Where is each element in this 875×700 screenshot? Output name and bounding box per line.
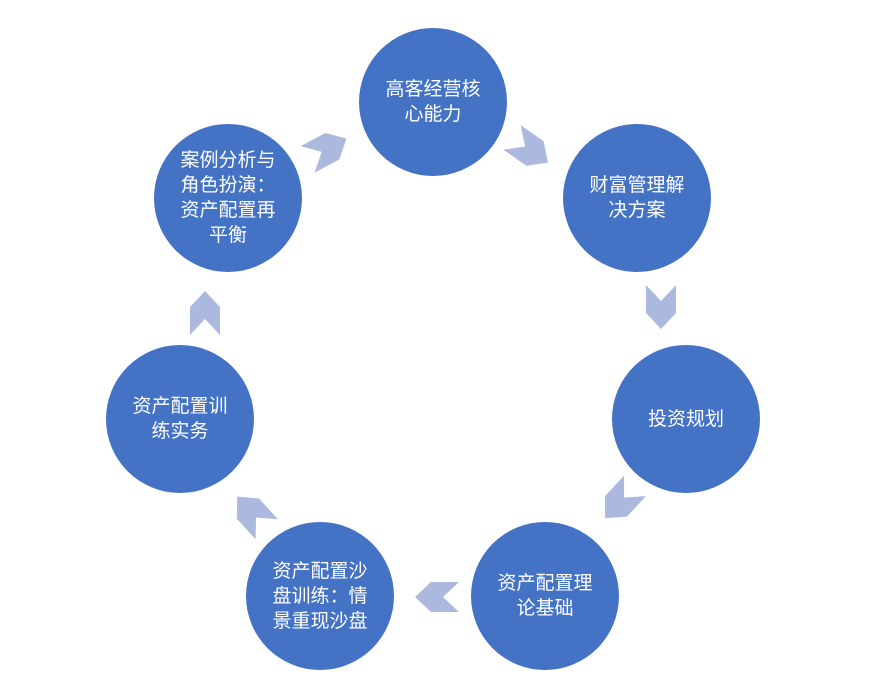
chevron-arrow-icon-3: [604, 475, 646, 519]
cycle-node-asset-allocation-practice: 资产配置训 练实务: [106, 345, 254, 493]
chevron-arrow-icon-7: [300, 132, 347, 173]
chevron-arrow-icon-5: [236, 496, 278, 540]
chevron-arrow-icon-1: [503, 125, 549, 166]
chevron-arrow-icon-4: [415, 582, 459, 612]
node-label: 高客经营核 心能力: [385, 78, 481, 125]
node-label: 投资规划: [647, 407, 724, 430]
node-label: 财富管理解 决方案: [589, 174, 685, 221]
cycle-node-high-customer-core-competence: 高客经营核 心能力: [359, 28, 507, 176]
cycle-node-asset-allocation-sandbox: 资产配置沙 盘训练：情 景重现沙盘: [246, 522, 394, 670]
cycle-node-asset-allocation-theory: 资产配置理 论基础: [471, 522, 619, 670]
node-label: 案例分析与 角色扮演： 资产配置再 平衡: [180, 149, 276, 246]
node-label: 资产配置训 练实务: [132, 395, 228, 442]
chevron-arrow-icon-6: [190, 291, 220, 335]
cycle-node-case-analysis-role-play: 案例分析与 角色扮演： 资产配置再 平衡: [154, 124, 302, 272]
chevron-arrow-icon-2: [646, 285, 676, 329]
cycle-node-investment-planning: 投资规划: [612, 345, 760, 493]
cycle-node-wealth-management-solution: 财富管理解 决方案: [563, 124, 711, 272]
node-label: 资产配置沙 盘训练：情 景重现沙盘: [272, 559, 368, 632]
node-label: 资产配置理 论基础: [497, 572, 593, 619]
